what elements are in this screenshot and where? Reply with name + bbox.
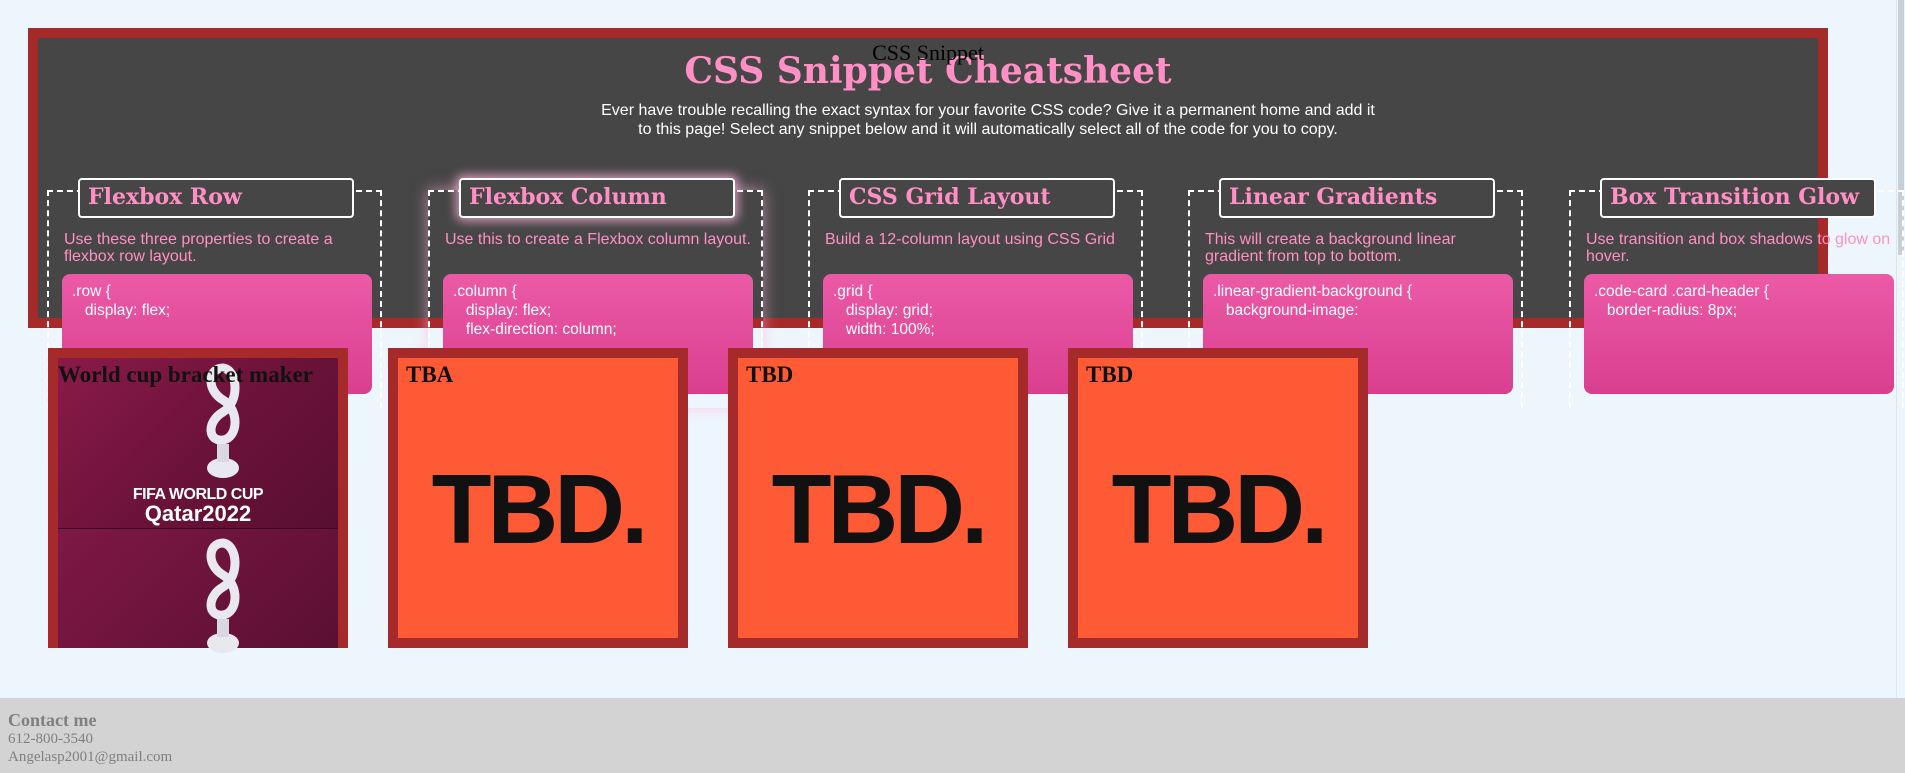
tbd-image: TBD TBD. bbox=[1078, 358, 1358, 638]
card-description: Build a 12-column layout using CSS Grid bbox=[825, 231, 1115, 248]
contact-footer: Contact me 612-800-3540 Angelasp2001@gma… bbox=[0, 698, 1905, 773]
trophy-icon bbox=[206, 363, 240, 478]
project-tile-tbd-1[interactable]: TBD TBD. bbox=[728, 348, 1028, 648]
project-title: TBA bbox=[406, 362, 454, 387]
card-header: Box Transition Glow bbox=[1600, 178, 1876, 218]
project-tile-tbd-2[interactable]: TBD TBD. bbox=[1068, 348, 1368, 648]
contact-email[interactable]: Angelasp2001@gmail.com bbox=[8, 749, 173, 765]
card-description: Use this to create a Flexbox column layo… bbox=[445, 231, 751, 248]
contact-title: Contact me bbox=[8, 710, 97, 730]
cheatsheet-frame: CSS Snippet CSS Snippet Cheatsheet Ever … bbox=[28, 28, 1904, 408]
project-tile-tba[interactable]: TBA TBD. bbox=[388, 348, 688, 648]
contact-phone: 612-800-3540 bbox=[8, 731, 93, 747]
card-header: Linear Gradients bbox=[1219, 178, 1495, 218]
project-title: World cup bracket maker bbox=[58, 362, 313, 387]
trophy-icon bbox=[206, 538, 240, 653]
project-title: TBD bbox=[1086, 362, 1134, 387]
card-header: Flexbox Row bbox=[78, 178, 354, 218]
tbd-logo: TBD. bbox=[771, 454, 989, 564]
tbd-image: TBD TBD. bbox=[738, 358, 1018, 638]
tbd-logo: TBD. bbox=[1111, 454, 1329, 564]
world-cup-repeat-band bbox=[58, 528, 338, 653]
cheatsheet-title: CSS Snippet Cheatsheet bbox=[684, 50, 1172, 92]
code-snippet[interactable]: .code-card .card-header { border-radius:… bbox=[1584, 274, 1894, 394]
tbd-logo: TBD. bbox=[431, 454, 649, 564]
card-description: Use these three properties to create a f… bbox=[64, 231, 333, 265]
page-scrollbar[interactable] bbox=[1896, 0, 1905, 698]
frame-title: CSS Snippet bbox=[872, 40, 984, 65]
snippet-card-box-transition-glow[interactable]: Box Transition Glow Use transition and b… bbox=[1562, 178, 1904, 408]
world-cup-image: World cup bracket maker FIFA WORLD CUP Q… bbox=[58, 358, 338, 653]
tbd-image: TBA TBD. bbox=[398, 358, 678, 638]
card-header: Flexbox Column bbox=[459, 178, 735, 218]
scrollbar-thumb[interactable] bbox=[1898, 0, 1904, 255]
cheatsheet-intro: Ever have trouble recalling the exact sy… bbox=[601, 102, 1375, 138]
project-tile-world-cup[interactable]: World cup bracket maker FIFA WORLD CUP Q… bbox=[48, 348, 348, 653]
project-title: TBD bbox=[746, 362, 794, 387]
card-description: This will create a background linear gra… bbox=[1205, 231, 1456, 265]
logo-line-2: Qatar2022 bbox=[144, 501, 252, 526]
logo-line-1: FIFA WORLD CUP bbox=[132, 486, 264, 503]
world-cup-logo-text: FIFA WORLD CUP Qatar2022 bbox=[58, 486, 338, 526]
card-header: CSS Grid Layout bbox=[839, 178, 1115, 218]
card-description: Use transition and box shadows to glow o… bbox=[1586, 231, 1891, 265]
